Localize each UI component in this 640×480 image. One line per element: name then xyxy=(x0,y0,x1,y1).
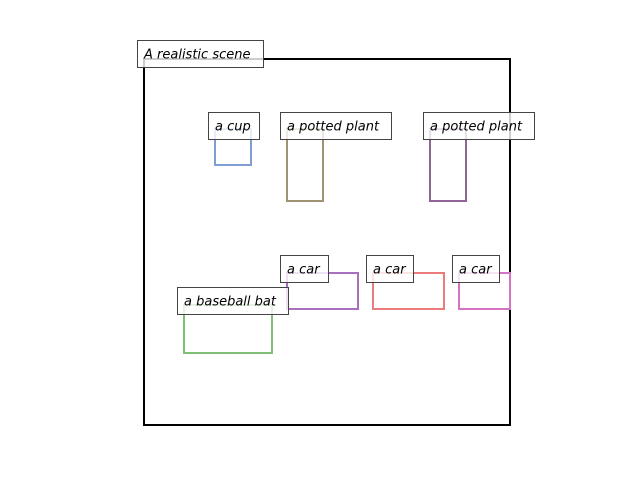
object-label: a potted plant xyxy=(280,112,392,140)
object-label-text: a car xyxy=(287,263,321,278)
scene-caption: A realistic scene xyxy=(143,48,250,63)
object-label-text: a car xyxy=(373,263,407,278)
scene-frame xyxy=(143,58,511,426)
object-label-text: a potted plant xyxy=(287,120,380,135)
object-label: a car xyxy=(452,255,500,283)
scene-caption-label: A realistic scene xyxy=(137,40,264,68)
object-boxes xyxy=(183,128,511,354)
object-label-text: a cup xyxy=(215,120,251,135)
object-label-text: a potted plant xyxy=(430,120,523,135)
object-label: a cup xyxy=(208,112,260,140)
object-label: a potted plant xyxy=(423,112,535,140)
object-labels: A realistic scene a cup a potted plant a… xyxy=(137,40,535,315)
object-label: a car xyxy=(366,255,414,283)
object-label: a baseball bat xyxy=(177,287,289,315)
object-label-text: a car xyxy=(459,263,493,278)
object-label-text: a baseball bat xyxy=(184,295,277,310)
object-label: a car xyxy=(280,255,329,283)
